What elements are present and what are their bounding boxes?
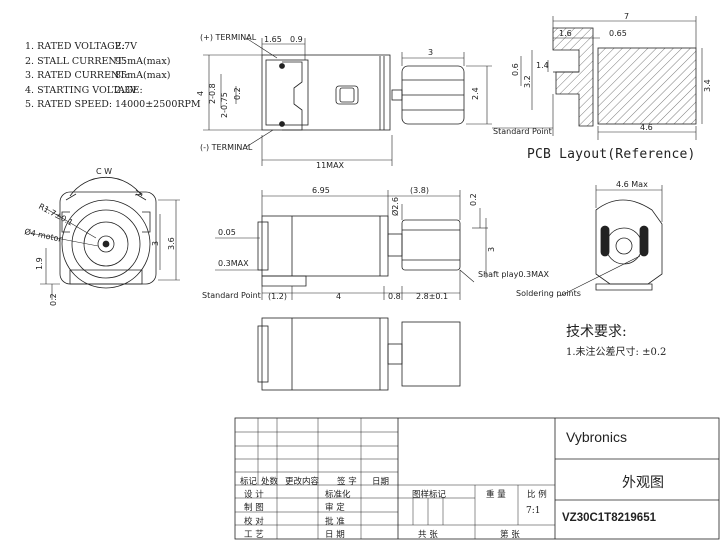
pcb-dim-7: 7: [624, 12, 629, 21]
side-view-motor: [257, 215, 461, 287]
dim-38: (3.8): [410, 186, 429, 195]
label-design: 设 计: [244, 490, 264, 500]
pcb-dim-16: 1.6: [559, 29, 572, 38]
pcb-dim-06: 0.6: [511, 63, 520, 76]
shaft-play: Shaft play0.3MAX: [478, 270, 549, 279]
dim-2075: 2-0.75: [220, 92, 229, 118]
label-weight: 重 量: [486, 490, 506, 500]
dim-02-end: 0.2: [49, 293, 58, 306]
dim-19: 1.9: [35, 257, 44, 270]
spec-row: 3. RATED CURRENT:85mA(max): [25, 69, 201, 84]
pcb-dim-34: 3.4: [703, 79, 712, 92]
r17-label: R1.7±0.1: [37, 202, 75, 228]
dim-3-end: 3: [151, 241, 160, 246]
dim-695: 6.95: [312, 186, 330, 195]
top-view-motor: [261, 54, 465, 131]
terminal-neg-label: (-) TERMINAL: [200, 143, 253, 152]
spec-value: 2.3V: [115, 84, 137, 96]
spec-row: 2. STALL CURRENT:95mA(max): [25, 55, 201, 70]
spec-value: 95mA(max): [115, 55, 171, 67]
brand-logo: Vybronics: [566, 429, 627, 445]
label-standardization: 标准化: [325, 490, 351, 500]
dim-4-top: 4: [196, 91, 205, 96]
dim-09: 0.9: [290, 35, 303, 44]
tech-requirements-note: 1.未注公差尺寸: ±0.2: [566, 347, 667, 358]
title-block: [234, 417, 720, 540]
label-scale: 比 例: [527, 490, 547, 500]
rev-col-count: 处数: [261, 477, 279, 487]
d4-label: Ø4 motor: [24, 226, 64, 244]
scale-value: 7:1: [526, 506, 541, 516]
dim-08: 0.8: [388, 292, 401, 301]
label-sheet-total: 共 张: [418, 530, 438, 540]
spec-value: 2.7V: [115, 41, 137, 52]
pcb-dim-14: 1.4: [536, 61, 549, 70]
terminal-pos-label: (+) TERMINAL: [200, 33, 257, 42]
dim-11max: 11MAX: [316, 161, 345, 170]
dim-03max: 0.3MAX: [218, 259, 249, 268]
spec-label: 2. STALL CURRENT:: [25, 55, 126, 67]
dim-02-side: 0.2: [469, 193, 478, 206]
label-drafting: 制 图: [244, 503, 264, 513]
dim-005: 0.05: [218, 228, 236, 237]
rev-col-sign: 签 字: [337, 477, 357, 487]
end-view-motor: [59, 176, 157, 289]
dim-24: 2.4: [471, 87, 480, 100]
spec-value: 14000±2500RPM: [115, 99, 201, 111]
rev-col-date: 日期: [372, 477, 390, 487]
label-review: 审 定: [325, 503, 345, 513]
solder-view-motor: [595, 199, 663, 291]
spec-value: 85mA(max): [115, 70, 171, 82]
soldering-points: Soldering points: [516, 289, 581, 298]
dim-02-top: 0.2: [233, 87, 242, 100]
tech-requirements-title: 技术要求:: [566, 324, 627, 340]
label-checking: 校 对: [244, 517, 264, 527]
label-sheet-no: 第 张: [500, 530, 520, 540]
dim-46max: 4.6 Max: [616, 180, 648, 189]
spec-list: 1. RATED VOLTAGE:2.7V 2. STALL CURRENT:9…: [25, 40, 201, 113]
bottom-view-motor: [257, 317, 461, 391]
dim-28: 2.8±0.1: [416, 292, 448, 301]
label-approve: 批 准: [325, 517, 345, 527]
label-process: 工 艺: [244, 530, 264, 540]
dim-12: (1.2): [268, 292, 287, 301]
drawing-title: 外观图: [622, 475, 664, 491]
side-standard-point: Standard Point: [202, 291, 261, 300]
dim-d26: Ø2.6: [390, 197, 400, 216]
rev-col-mark: 标记: [240, 477, 258, 487]
spec-row: 5. RATED SPEED:14000±2500RPM: [25, 98, 201, 113]
dim-208: 2-0.8: [208, 83, 217, 104]
spec-row: 4. STARTING VOLTAGE:2.3V: [25, 84, 201, 99]
dim-4-side: 4: [336, 292, 341, 301]
spec-label: 5. RATED SPEED:: [25, 99, 113, 111]
drawing-number: VZ30C1T8219651: [562, 512, 656, 524]
dim-3-top: 3: [428, 48, 433, 57]
dim-36: 3.6: [167, 237, 176, 250]
pcb-dim-46: 4.6: [640, 123, 653, 132]
spec-label: 4. STARTING VOLTAGE:: [25, 84, 143, 96]
dim-3-side: 3: [487, 247, 496, 252]
spec-row: 1. RATED VOLTAGE:2.7V: [25, 40, 201, 55]
pcb-dim-32: 3.2: [523, 75, 532, 88]
rev-col-content: 更改内容: [285, 477, 320, 487]
pcb-layout: [552, 27, 697, 127]
spec-label: 3. RATED CURRENT:: [25, 70, 129, 82]
pcb-layout-title: PCB Layout(Reference): [527, 147, 696, 162]
spec-label: 1. RATED VOLTAGE:: [25, 41, 125, 52]
label-drawing-mark: 图样标记: [412, 490, 447, 500]
cw-label: C W: [96, 167, 112, 176]
pcb-dim-065: 0.65: [609, 29, 627, 38]
label-date: 日 期: [325, 530, 345, 540]
pcb-standard-point: Standard Point: [493, 127, 552, 136]
dim-165: 1.65: [264, 35, 282, 44]
